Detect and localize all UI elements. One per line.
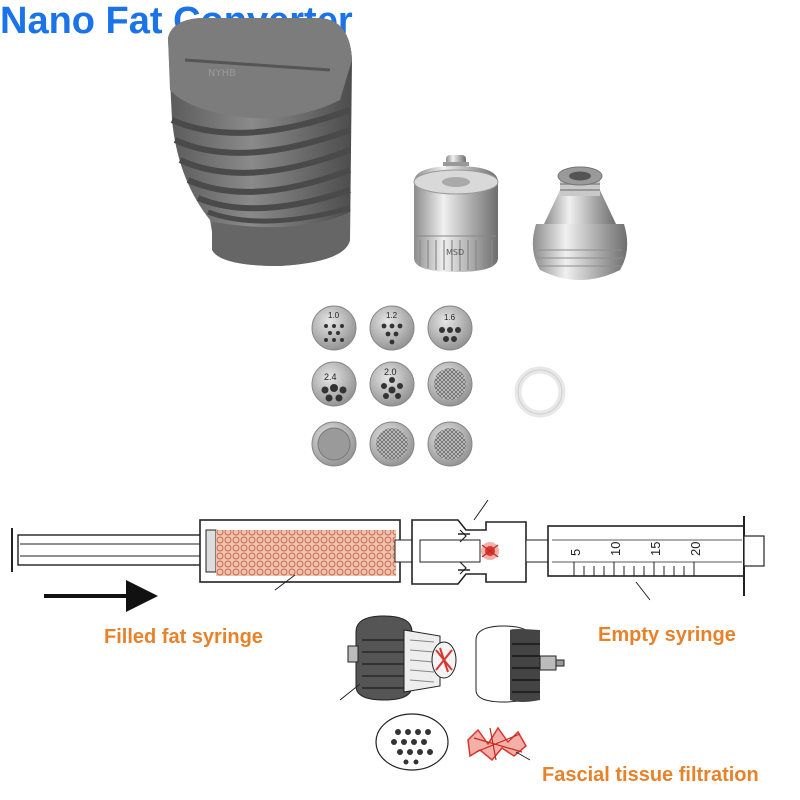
scale-tick-20: 20	[688, 542, 703, 556]
gray-housing-cylinder	[168, 18, 352, 266]
filter-disc-solid	[311, 421, 357, 467]
scale-tick-5: 5	[568, 549, 583, 556]
fat-filtration-red	[481, 542, 499, 560]
filter-disc-mesh-coarse	[427, 421, 473, 467]
filter-disc-2-4	[311, 361, 357, 407]
disc-label-1-0: 1.0	[328, 311, 340, 320]
scale-tick-15: 15	[648, 542, 663, 556]
disc-label-2-0: 2.0	[384, 367, 397, 377]
filter-disc-1-2	[369, 305, 415, 351]
housing-marking: NYHB	[208, 68, 236, 79]
filter-disc-mesh-fine	[427, 361, 473, 407]
filter-disc-grid	[311, 305, 473, 467]
fascial-tissue-red	[467, 726, 527, 762]
disc-label-1-2: 1.2	[386, 311, 398, 320]
filter-disc-mesh-medium	[369, 421, 415, 467]
filter-disc-closeup	[375, 713, 449, 771]
white-o-ring	[514, 366, 566, 418]
disc-label-1-6: 1.6	[444, 313, 456, 322]
filled-fat-syringe-label: Filled fat syringe	[104, 626, 263, 648]
filter-disc-1-0	[311, 305, 357, 351]
empty-syringe-label: Empty syringe	[598, 624, 736, 646]
empty-syringe	[547, 516, 765, 601]
filter-disc-2-0	[369, 361, 415, 407]
scale-tick-10: 10	[608, 542, 623, 556]
steel-threaded-cap	[532, 166, 628, 280]
fascial-pointer-line	[515, 751, 531, 761]
converter-connector-diagram	[411, 499, 549, 585]
exploded-converter-left	[339, 615, 457, 701]
exploded-converter-right	[475, 625, 565, 703]
fat-content	[216, 530, 396, 576]
disc-label-2-4: 2.4	[324, 372, 337, 382]
filter-disc-1-6	[427, 305, 473, 351]
connector-marking: MSD	[446, 248, 464, 257]
steel-connector	[413, 155, 499, 272]
filled-fat-syringe	[11, 519, 414, 591]
fascial-tissue-filtration-label: Fascial tissue filtration	[542, 764, 759, 786]
